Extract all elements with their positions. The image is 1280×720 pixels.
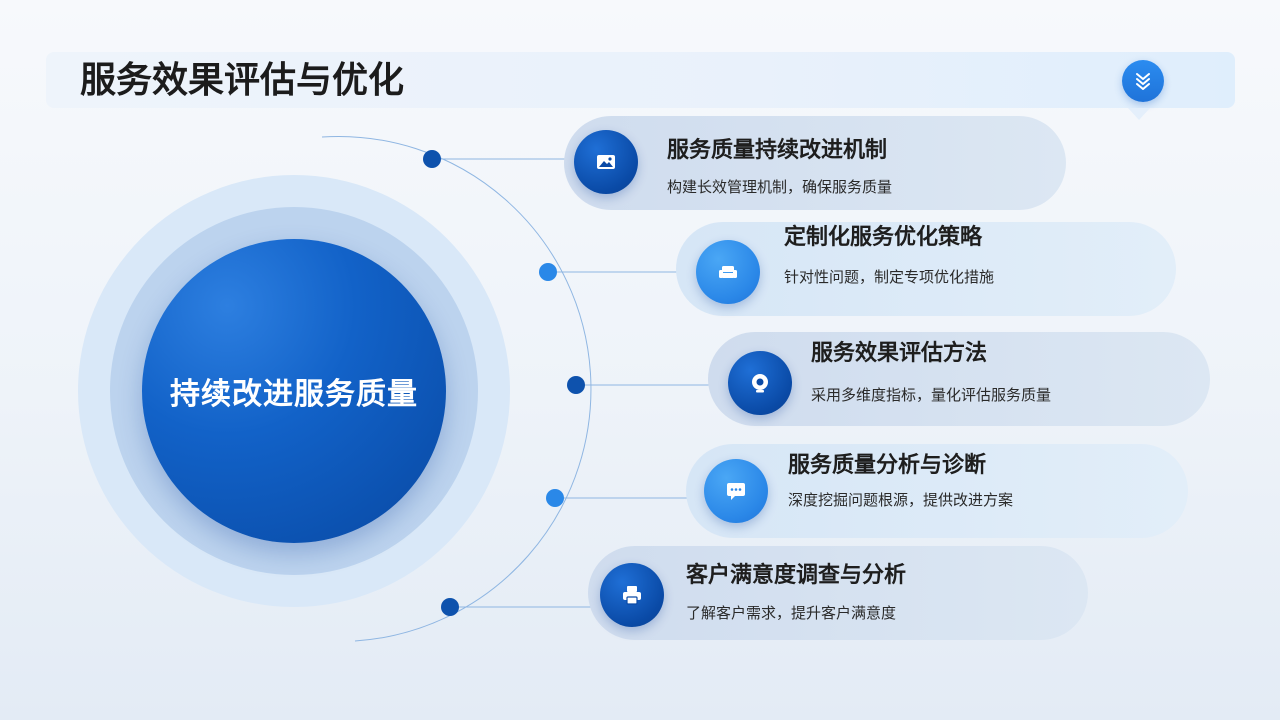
- item-title-2: 定制化服务优化策略: [784, 225, 983, 250]
- scroll-down-button[interactable]: [1122, 60, 1164, 102]
- hub-circle: [142, 239, 446, 543]
- connector-dot-3: [567, 376, 585, 394]
- printer-icon: [623, 586, 641, 605]
- item-card-2: [676, 222, 1176, 316]
- connector-dot-1: [423, 150, 441, 168]
- chat-bubble-icon: [727, 483, 745, 500]
- item-icon-badge-5: [600, 563, 664, 627]
- sofa-icon: [719, 266, 737, 278]
- item-title-5: 客户满意度调查与分析: [686, 563, 907, 588]
- image-icon: [597, 155, 615, 169]
- item-card-5: [588, 546, 1088, 640]
- item-card-4: [686, 444, 1188, 538]
- item-icon-badge-3: [728, 351, 792, 415]
- item-icon-badge-4: [704, 459, 768, 523]
- item-desc-1: 构建长效管理机制，确保服务质量: [667, 178, 893, 196]
- item-desc-2: 针对性问题，制定专项优化措施: [784, 268, 995, 286]
- item-desc-4: 深度挖掘问题根源，提供改进方案: [788, 491, 1014, 509]
- item-desc-5: 了解客户需求，提升客户满意度: [686, 604, 897, 622]
- page-title: 服务效果评估与优化: [80, 60, 405, 101]
- item-icon-badge-2: [696, 240, 760, 304]
- connector-dot-5: [441, 598, 459, 616]
- double-chevron-down-icon: [1136, 73, 1150, 90]
- item-title-1: 服务质量持续改进机制: [667, 138, 888, 163]
- connector-dot-4: [546, 489, 564, 507]
- item-desc-3: 采用多维度指标，量化评估服务质量: [811, 386, 1052, 404]
- item-icon-badge-1: [574, 130, 638, 194]
- item-card-3: [708, 332, 1210, 426]
- connector-dot-2: [539, 263, 557, 281]
- item-card-1: [564, 116, 1066, 210]
- title-bar: [46, 52, 1235, 108]
- hub-label: 持续改进服务质量: [170, 377, 418, 412]
- title-bar-pointer: [1128, 108, 1150, 120]
- item-title-3: 服务效果评估方法: [811, 341, 988, 366]
- item-title-4: 服务质量分析与诊断: [788, 453, 987, 478]
- webcam-icon: [752, 374, 768, 393]
